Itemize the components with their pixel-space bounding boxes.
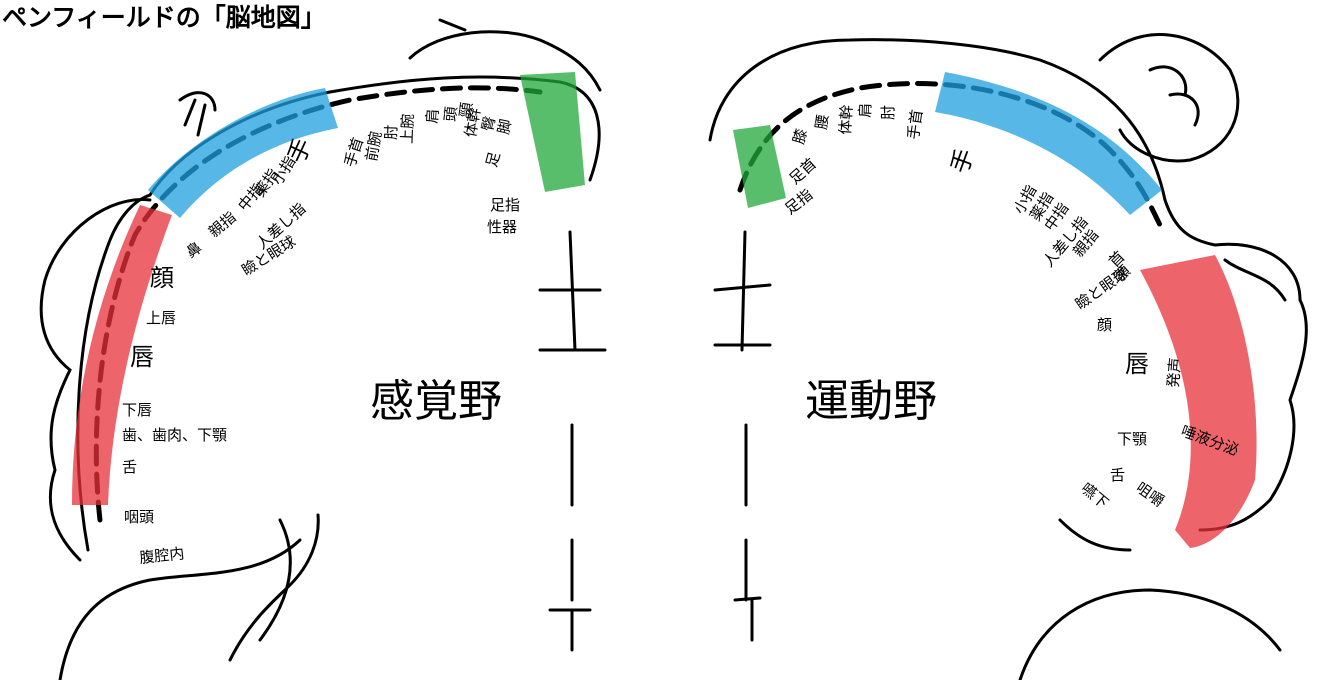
motor-face-band [1140, 255, 1257, 548]
motor-midline [713, 230, 772, 642]
sensory-label-upper-arm: 上腕 [398, 114, 417, 145]
sensory-label-head: 頭 [441, 106, 460, 123]
motor-label-trunk: 体幹 [836, 104, 856, 135]
sensory-label-pharynx: 咽頭 [124, 508, 154, 526]
sensory-foot-band [520, 72, 585, 192]
sensory-label-hip: 臀 [478, 114, 499, 132]
sensory-highlights [72, 72, 585, 505]
sensory-face-band [72, 205, 172, 505]
sensory-label-elbow: 肘 [382, 125, 401, 141]
sensory-label-toes: 足指 [490, 196, 520, 214]
sensory-label-shoulder: 肩 [423, 108, 442, 124]
motor-label-face: 顔 [1097, 316, 1112, 334]
sensory-label-upper-lip: 上唇 [146, 309, 176, 327]
motor-label-vocalization: 発声 [1164, 357, 1185, 388]
motor-label-jaw: 下顎 [1117, 430, 1147, 448]
sensory-midline [538, 230, 607, 652]
sensory-label-abdominal: 腹腔内 [139, 544, 186, 567]
sensory-label-lower-lip: 下唇 [122, 401, 152, 419]
motor-highlights [733, 72, 1257, 548]
sensory-label-face: 顔 [150, 264, 174, 292]
sensory-label-forearm: 前腕 [362, 130, 385, 163]
sensory-label-trunk: 体幹 [461, 106, 484, 139]
motor-label-toes: 足指 [781, 185, 816, 218]
sensory-label-neck: 頸 [456, 101, 476, 118]
sensory-label-tongue: 舌 [122, 458, 137, 476]
motor-foot-band [733, 125, 786, 208]
sensory-label-leg: 脚 [494, 117, 515, 135]
motor-label-chewing: 咀嚼 [1133, 479, 1168, 511]
sensory-label-thumb: 親指 [205, 208, 240, 241]
motor-label-shoulder: 肩 [856, 103, 875, 119]
motor-cortex-outline [708, 38, 1217, 247]
figure-title: ペンフィールドの「脳地図」 [2, 3, 326, 32]
motor-label-lips: 唇 [1125, 350, 1149, 378]
sensory-hand-band [148, 88, 338, 218]
motor-label-ankle: 足首 [786, 155, 820, 188]
sensory-label-nose: 鼻 [183, 238, 205, 261]
motor-label-knee: 膝 [789, 127, 810, 146]
motor-label-hip: 腰 [812, 113, 832, 130]
sensory-label-foot: 足 [482, 150, 503, 169]
motor-cortex-label: 運動野 [805, 376, 937, 427]
motor-labels: 足指 足首 膝 腰 体幹 肩 肘 手首 手 小指 薬指 中指 人差し指 親指 首… [781, 103, 1241, 513]
motor-label-swallowing: 嚥下 [1077, 479, 1112, 512]
sensory-label-genital: 性器 [487, 218, 517, 236]
motor-label-hand: 手 [945, 145, 980, 177]
sensory-cortex-label: 感覚野 [370, 376, 502, 427]
motor-label-tongue: 舌 [1110, 466, 1125, 484]
motor-label-elbow: 肘 [879, 105, 897, 120]
motor-label-wrist: 手首 [904, 108, 926, 140]
sensory-label-wrist: 手首 [341, 135, 367, 169]
sensory-label-teeth: 歯、歯肉、下顎 [122, 426, 227, 444]
motor-label-eyelid: 瞼と眼球 [1072, 264, 1131, 313]
sensory-label-lips: 唇 [130, 343, 154, 371]
motor-hand-band [935, 72, 1162, 215]
